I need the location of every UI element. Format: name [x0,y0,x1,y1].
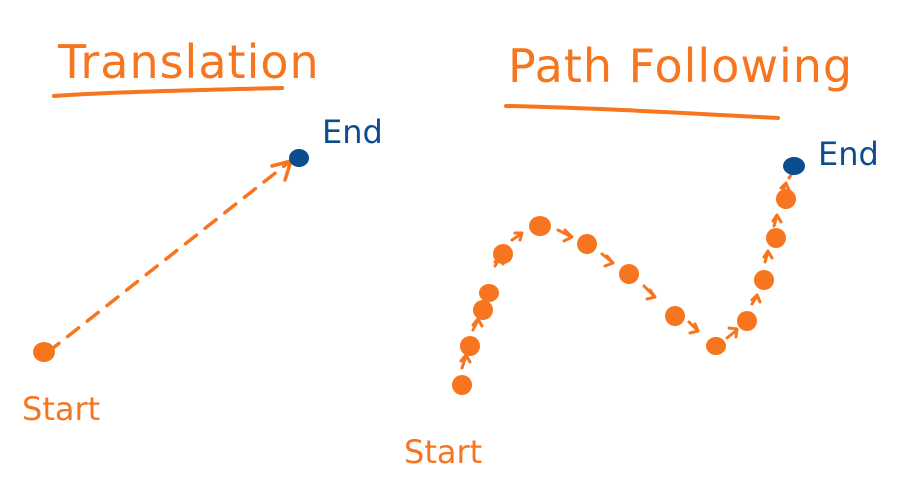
path-following-title-underline [504,104,780,120]
path-arrow-icon [645,288,657,301]
path-dot [577,234,597,254]
path-dot [493,244,513,264]
path-end-point [783,157,805,175]
path-arrow-icon [779,181,791,192]
translation-panel: Translation Start End [22,35,383,428]
translation-title-underline [52,86,284,98]
path-dot [473,300,493,320]
path-arrow-icon [762,249,774,260]
path-dot [529,216,551,236]
path-arrow-icon [471,317,484,328]
path-dot [766,228,786,248]
path-arrow-icon [750,293,762,304]
path-arrow-icon [771,213,783,224]
path-following-end-label: End [818,135,879,173]
path-dot [460,336,480,356]
path-following-panel: Path Following [404,39,879,471]
translation-start-point [33,342,55,362]
path-dot [776,189,796,209]
path-arrow-icon [510,232,523,242]
translation-end-label: End [322,113,383,151]
path-dot [665,306,685,326]
path-dot [619,264,639,284]
path-arrow-icon [513,231,524,242]
path-dot [737,311,757,331]
translation-end-point [289,149,309,167]
translation-dashed-path [46,161,290,354]
path-arrow-icon [688,322,700,335]
path-dot [479,284,499,302]
path-arrow-icon [562,228,574,243]
path-following-start-label: Start [404,433,482,471]
path-following-title: Path Following [508,39,853,93]
translation-title: Translation [57,35,320,89]
path-arrow-icon [603,254,615,268]
path-dots [452,189,796,395]
translation-start-label: Start [22,390,100,428]
path-dot [706,337,726,355]
path-arrow-icon [727,326,739,339]
path-start-point [452,375,472,395]
path-dot [754,270,774,290]
